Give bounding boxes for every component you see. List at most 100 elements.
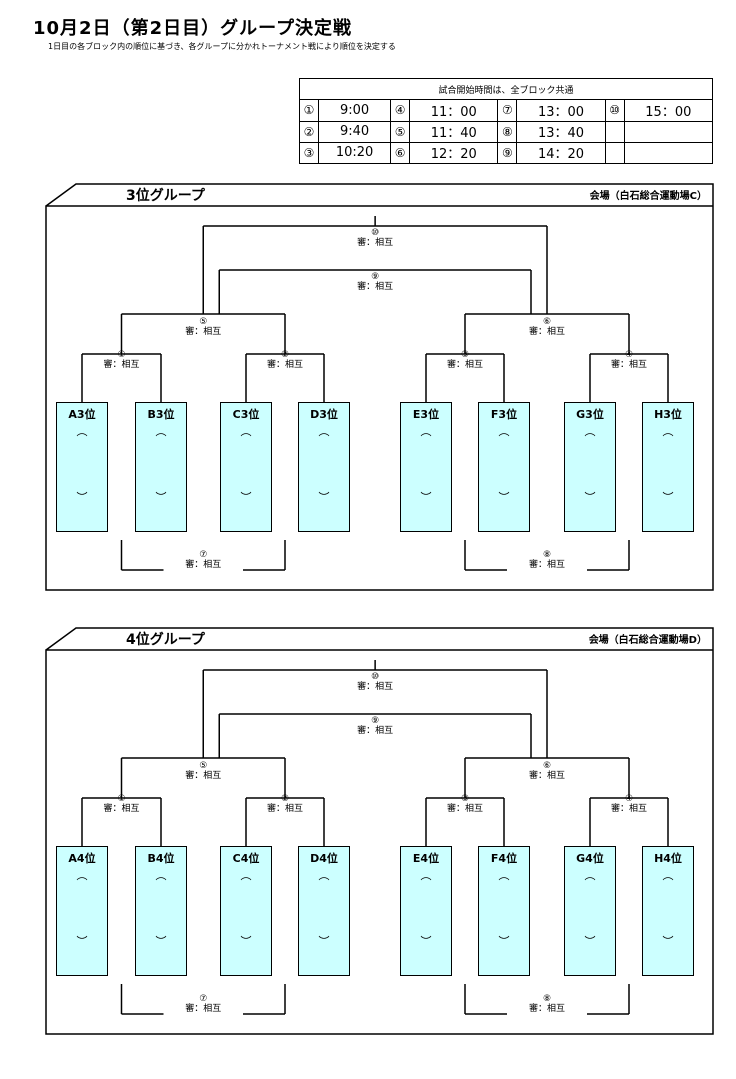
start-time: 14：20 — [516, 141, 606, 165]
team-label: B4位 — [147, 852, 175, 865]
match-number: ⑨ — [497, 141, 518, 165]
match-number: ⑨ — [371, 716, 380, 726]
paren-open-icon: ︵ — [76, 425, 88, 438]
schedule-table: 試合開始時間は、全ブロック共通 ① 9:00 ④ 11：00 ⑦ 13：00 ⑩… — [299, 77, 714, 165]
schedule-header: 試合開始時間は、全ブロック共通 — [299, 77, 713, 101]
referee-label: 審：相互 — [528, 327, 565, 337]
start-time — [623, 141, 714, 165]
match-number: ⑤ — [199, 317, 208, 327]
team-slot: A4位︵︶ — [56, 846, 108, 976]
paren-close-icon: ︶ — [318, 491, 330, 504]
match-number: ② — [280, 794, 290, 804]
paren-close-icon: ︶ — [498, 491, 510, 504]
referee-label: 審：相互 — [266, 360, 303, 370]
paren-close-icon: ︶ — [240, 491, 252, 504]
team-slot: A3位 ︵ ︶ — [56, 402, 108, 532]
team-slot: D3位 ︵ ︶ — [298, 402, 350, 532]
paren-close-icon: ︶ — [498, 935, 510, 948]
team-label: D3位 — [310, 408, 338, 421]
match-number: ① — [299, 99, 319, 122]
paren-close-icon: ︶ — [155, 935, 167, 948]
team-slot: E3位︵︶ — [400, 402, 452, 532]
paren-open-icon: ︵ — [240, 425, 252, 438]
match-number — [604, 120, 625, 143]
team-label: E4位 — [412, 852, 440, 865]
match-number: ① — [117, 794, 126, 804]
referee-label: 審：相互 — [528, 1004, 565, 1014]
match-number: ⑩ — [371, 672, 380, 682]
team-label: A3位 — [68, 408, 96, 421]
paren-close-icon: ︶ — [420, 935, 432, 948]
referee-label: 審：相互 — [103, 804, 140, 814]
page-subtitle: 1日目の各ブロック内の順位に基づき、各グループに分かれトーナメント戦により順位を… — [48, 42, 396, 51]
start-time: 13：00 — [516, 99, 606, 122]
team-slot: C3位︵︶ — [220, 402, 272, 532]
match-number: ⑥ — [542, 761, 552, 771]
referee-label: 審：相互 — [103, 360, 140, 370]
paren-open-icon: ︵ — [662, 425, 674, 438]
referee-label: 審：相互 — [357, 682, 394, 692]
paren-open-icon: ︵ — [318, 425, 330, 438]
paren-close-icon: ︶ — [76, 491, 88, 504]
team-slot: G3位︵︶ — [564, 402, 616, 532]
match-number: ⑧ — [542, 550, 552, 560]
match-number: ⑦ — [199, 994, 208, 1004]
start-time: 11：00 — [409, 99, 499, 122]
schedule-row: ② 9:40 ⑤ 11：40 ⑧ 13：40 — [299, 120, 714, 143]
referee-label: 審：相互 — [610, 360, 647, 370]
start-time: 11：40 — [409, 120, 499, 143]
match-number — [604, 141, 625, 165]
match-number: ④ — [624, 350, 634, 360]
team-slot: B4位︵︶ — [135, 846, 187, 976]
paren-open-icon: ︵ — [420, 869, 432, 882]
match-number: ① — [117, 350, 126, 360]
referee-label: 審：相互 — [357, 238, 394, 248]
team-label: B3位 — [147, 408, 175, 421]
referee-label: 審：相互 — [528, 771, 565, 781]
paren-open-icon: ︵ — [584, 869, 596, 882]
paren-close-icon: ︶ — [662, 491, 674, 504]
team-slot: E4位 ︵ ︶ — [400, 846, 452, 976]
match-number: ⑨ — [371, 272, 380, 282]
paren-open-icon: ︵ — [498, 869, 510, 882]
team-label: D4位 — [310, 852, 338, 865]
start-time — [623, 120, 714, 143]
team-label: G4位 — [576, 852, 604, 865]
paren-open-icon: ︵ — [584, 425, 596, 438]
bracket-lines — [45, 627, 714, 1035]
referee-label: 審：相互 — [185, 560, 222, 570]
referee-label: 審：相互 — [446, 360, 483, 370]
venue-label: 会場（白石総合運動場D） — [588, 635, 707, 646]
team-slot: C4位︵︶ — [220, 846, 272, 976]
schedule-row: ① 9:00 ④ 11：00 ⑦ 13：00 ⑩ 15：00 — [299, 99, 714, 122]
team-label: F3位 — [490, 408, 518, 421]
referee-label: 審：相互 — [185, 1004, 222, 1014]
referee-label: 審：相互 — [185, 327, 222, 337]
match-number: ⑩ — [371, 228, 380, 238]
referee-label: 審：相互 — [185, 771, 222, 781]
match-number: ② — [299, 120, 319, 143]
team-slot: H3位︵︶ — [642, 402, 694, 532]
team-label: C4位 — [232, 852, 260, 865]
match-number: ③ — [460, 794, 470, 804]
team-label: H4位 — [654, 852, 682, 865]
start-time: 12：20 — [409, 141, 499, 165]
schedule-row: ③ 10:20 ⑥ 12：20 ⑨ 14：20 — [299, 141, 714, 165]
group-frame — [45, 627, 714, 1035]
team-slot: G4位︵︶ — [564, 846, 616, 976]
match-number: ⑦ — [199, 550, 208, 560]
match-number: ③ — [460, 350, 470, 360]
